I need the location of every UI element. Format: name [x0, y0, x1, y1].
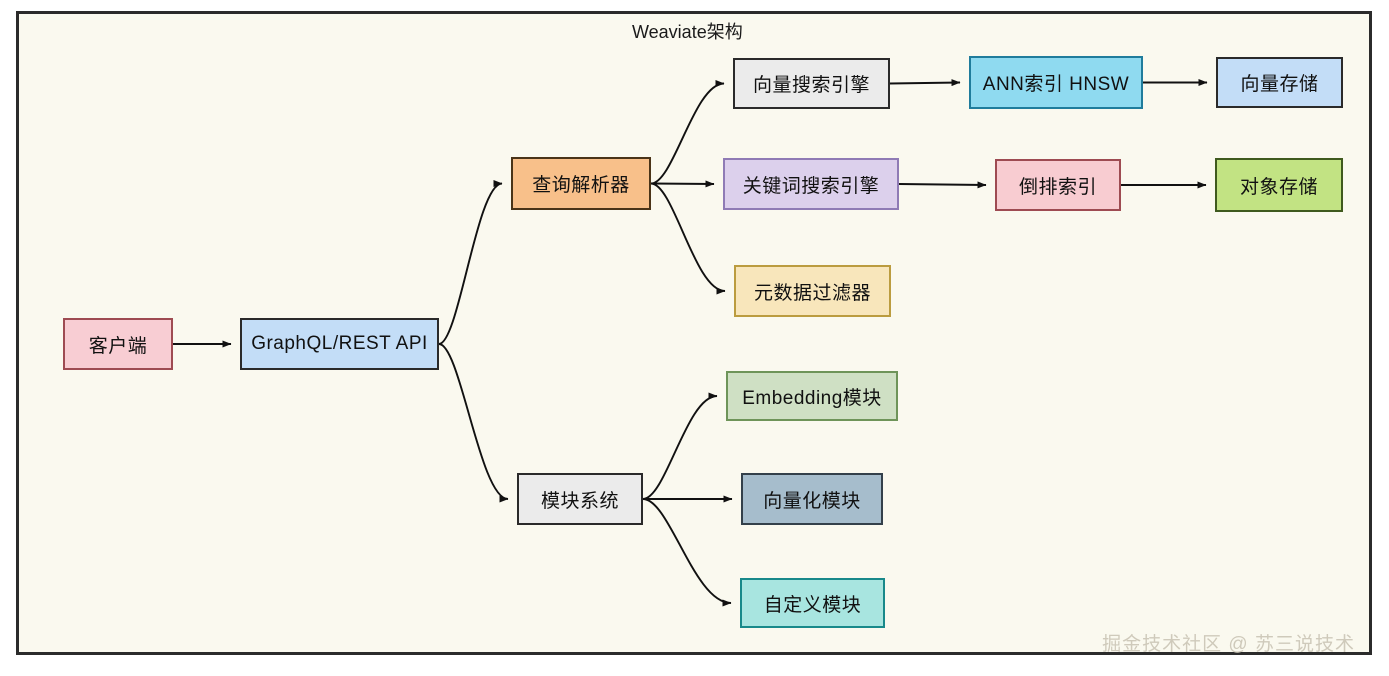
edge-module-system-to-embedding-module	[642, 392, 718, 500]
node-ann-index-hnsw[interactable]: ANN索引 HNSW	[969, 56, 1143, 109]
page-title: Weaviate架构	[632, 22, 743, 42]
edge-api-to-query-parser	[438, 180, 503, 345]
node-vectorize-module[interactable]: 向量化模块	[741, 473, 883, 525]
node-embedding-module[interactable]: Embedding模块	[726, 371, 898, 421]
edge-api-to-module-system	[438, 343, 509, 503]
watermark: 掘金技术社区 @ 苏三说技术	[1102, 634, 1355, 655]
node-query-parser[interactable]: 查询解析器	[511, 157, 651, 210]
edge-query-parser-to-metadata-filter	[650, 182, 726, 295]
node-inverted-index[interactable]: 倒排索引	[995, 159, 1121, 211]
node-client[interactable]: 客户端	[63, 318, 173, 370]
edge-keyword-search-engine-to-inverted-index	[898, 181, 987, 189]
edge-query-parser-to-vector-search-engine	[650, 80, 725, 185]
node-api[interactable]: GraphQL/REST API	[240, 318, 439, 370]
node-object-storage[interactable]: 对象存储	[1215, 158, 1343, 212]
node-vector-storage[interactable]: 向量存储	[1216, 57, 1343, 108]
node-module-system[interactable]: 模块系统	[517, 473, 643, 525]
node-custom-module[interactable]: 自定义模块	[740, 578, 885, 628]
node-vector-search-engine[interactable]: 向量搜索引擎	[733, 58, 890, 109]
edge-vector-search-engine-to-ann-index-hnsw	[889, 79, 961, 87]
node-keyword-search-engine[interactable]: 关键词搜索引擎	[723, 158, 899, 210]
node-metadata-filter[interactable]: 元数据过滤器	[734, 265, 891, 317]
edge-query-parser-to-keyword-search-engine	[650, 180, 715, 188]
edge-module-system-to-custom-module	[642, 498, 732, 607]
